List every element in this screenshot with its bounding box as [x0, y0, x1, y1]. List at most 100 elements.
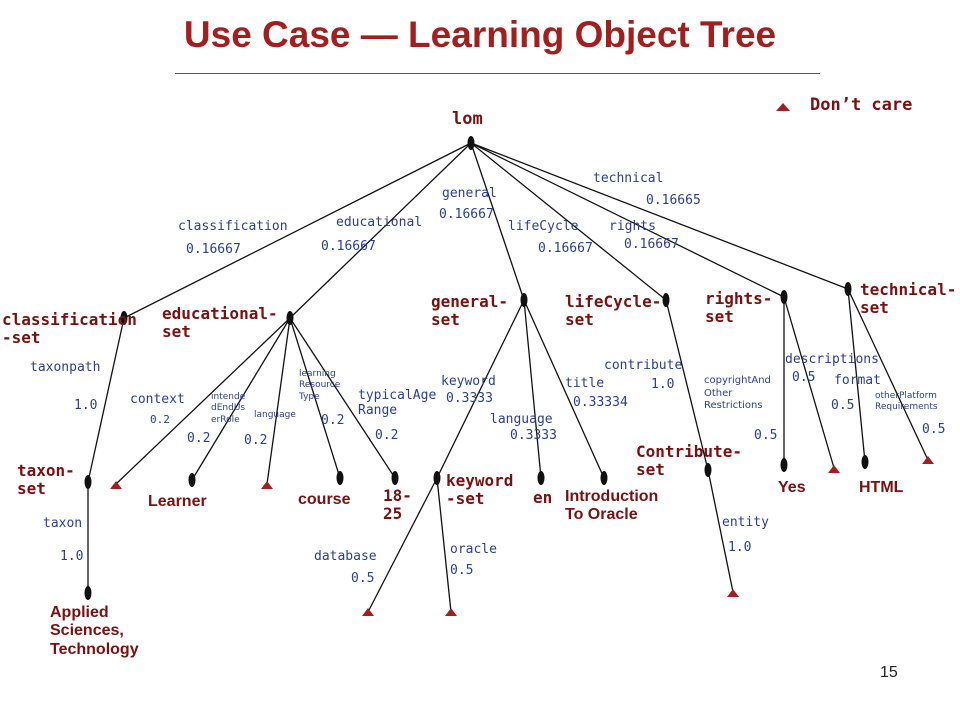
edge-label-contribute: contribute	[604, 358, 683, 373]
edge-line-other-platform	[847, 288, 929, 461]
edge-weight-title: 0.33334	[573, 395, 628, 410]
node-learner: Learner	[148, 493, 207, 510]
edge-weight-language-gen: 0.3333	[510, 428, 557, 443]
triangle-marker-icon	[110, 481, 122, 489]
edge-label-resource-type: learning Resource Type	[299, 369, 341, 402]
edge-line-classification	[123, 142, 472, 319]
node-dot-html	[861, 455, 869, 469]
edge-label-intended-role: intende dEndUs erRole	[211, 392, 246, 425]
edge-weight-intended-role: 0.2	[187, 431, 211, 446]
edge-weight-taxonpath: 1.0	[74, 398, 98, 413]
node-dot-applied-sciences	[84, 586, 92, 600]
node-dot-technical-set	[844, 282, 852, 296]
edge-label-educational: educational	[336, 215, 423, 230]
edge-weight-format: 0.5	[831, 398, 855, 413]
node-dot-educational-set	[286, 311, 294, 325]
edge-line-resource-type	[289, 317, 341, 479]
edge-line-rights	[470, 142, 785, 298]
triangle-marker-icon	[828, 465, 840, 473]
edge-label-general: general	[442, 186, 497, 201]
edge-weight-rights: 0.16667	[624, 237, 679, 252]
node-html: HTML	[859, 479, 904, 496]
node-technical-set: technical- set	[860, 280, 957, 318]
edge-label-technical: technical	[593, 171, 664, 186]
node-dot-yes	[780, 458, 788, 472]
node-age-range: 18- 25	[383, 486, 412, 524]
edge-line-general	[470, 142, 525, 301]
edge-weight-descriptions: 0.5	[792, 370, 816, 385]
edge-line-age-range	[289, 317, 396, 479]
edge-label-taxonpath: taxonpath	[30, 360, 101, 375]
node-taxon-set: taxon- set	[17, 461, 75, 499]
tree-edges	[87, 142, 929, 613]
edge-label-database: database	[314, 549, 377, 564]
node-general-set: general- set	[431, 292, 509, 330]
edge-weight-lifecycle: 0.16667	[538, 241, 593, 256]
edge-label-other-platform: otherPlatform Requirements	[875, 391, 938, 413]
node-classification-set: classification -set	[2, 310, 137, 348]
edge-line-educational	[289, 142, 472, 319]
triangle-marker-icon	[445, 608, 457, 616]
tree-node-dots	[84, 136, 869, 600]
legend-label: Don’t care	[810, 95, 913, 115]
legend-triangle-icon	[776, 103, 790, 111]
edge-label-context: context	[130, 392, 185, 407]
node-dot-lifecycle-set	[662, 293, 670, 307]
edge-label-language-gen: language	[490, 412, 553, 427]
node-educational-set: educational- set	[162, 304, 278, 342]
node-introduction: Introduction To Oracle	[565, 488, 659, 524]
node-dot-taxon-set	[84, 475, 92, 489]
edge-label-language-edu: language	[254, 410, 296, 420]
edge-line-database	[367, 477, 438, 613]
edge-weight-technical: 0.16665	[646, 193, 701, 208]
edge-weight-educational: 0.16667	[321, 239, 376, 254]
node-dot-en	[537, 471, 545, 485]
edge-line-title	[523, 299, 605, 479]
edge-weight-database: 0.5	[351, 571, 375, 586]
edge-label-format: format	[834, 373, 881, 388]
edge-line-entity	[707, 469, 734, 593]
edge-weight-entity: 1.0	[728, 540, 752, 555]
node-keyword-set: keyword -set	[446, 471, 514, 509]
edge-line-language-edu	[266, 317, 291, 485]
node-dot-general-set	[520, 293, 528, 307]
edge-line-language-gen	[523, 299, 542, 479]
triangle-marker-icon	[922, 456, 934, 464]
edge-line-intended-role	[191, 317, 291, 481]
edge-weight-general: 0.16667	[439, 207, 494, 222]
edge-weight-keyword: 0.3333	[446, 391, 493, 406]
edge-label-entity: entity	[722, 515, 769, 530]
node-dot-contribute-set	[704, 463, 712, 477]
triangle-marker-icon	[727, 589, 739, 597]
title-divider	[175, 73, 820, 74]
edge-label-taxon: taxon	[43, 516, 83, 531]
edge-weight-other-platform: 0.5	[922, 422, 946, 437]
edge-line-format	[847, 288, 866, 463]
dont-care-markers	[110, 103, 934, 616]
triangle-marker-icon	[261, 481, 273, 489]
edge-label-age-range: typicalAge Range	[358, 388, 437, 418]
edge-line-technical	[470, 142, 849, 290]
node-dot-course	[336, 471, 344, 485]
edge-weight-resource-type: 0.2	[321, 413, 345, 428]
node-en: en	[533, 488, 553, 507]
node-applied-sciences: Applied Sciences, Technology	[50, 604, 139, 658]
node-lifecycle-set: lifeCycle- set	[565, 292, 662, 330]
edge-weight-age-range: 0.2	[375, 428, 399, 443]
node-dot-lom	[467, 136, 475, 150]
edge-weight-context: 0.2	[150, 413, 170, 426]
node-dot-introduction	[600, 471, 608, 485]
edge-weight-taxon: 1.0	[60, 549, 84, 564]
edge-weight-classification: 0.16667	[186, 242, 241, 257]
edge-line-descriptions	[783, 296, 835, 469]
node-lom: lom	[452, 109, 483, 129]
edge-weight-oracle: 0.5	[450, 563, 474, 578]
page-number: 15	[880, 664, 898, 681]
edge-weight-contribute: 1.0	[651, 377, 675, 392]
node-contribute-set: Contribute- set	[636, 442, 742, 480]
edge-label-descriptions: descriptions	[785, 352, 879, 367]
node-dot-keyword-set	[433, 471, 441, 485]
node-rights-set: rights- set	[705, 289, 773, 327]
edge-label-classification: classification	[178, 219, 288, 234]
